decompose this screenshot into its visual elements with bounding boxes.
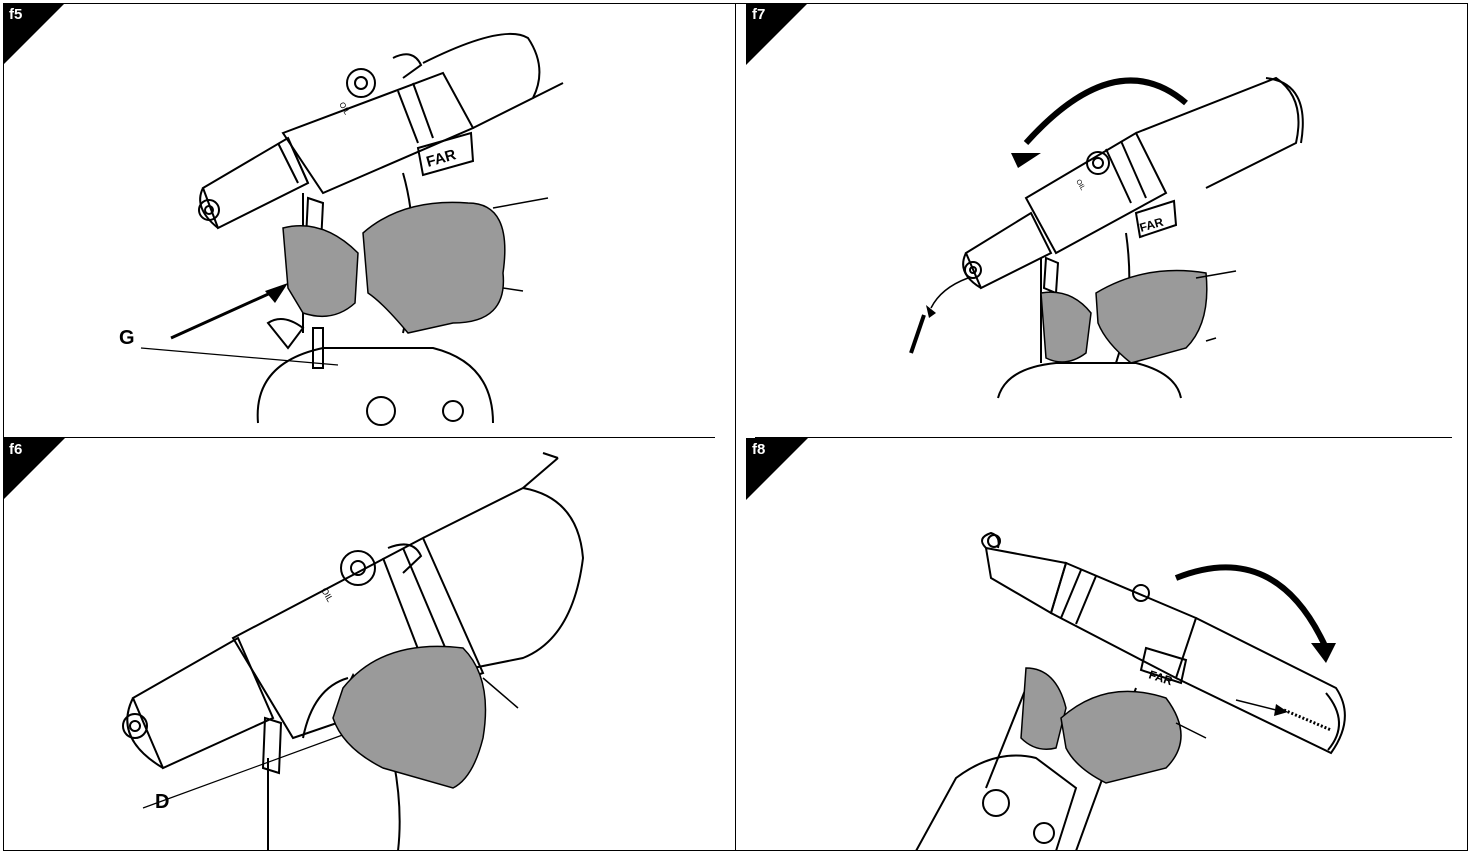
figure-label-badge: f6 [3, 438, 65, 500]
figure-f5-illustration: OIL FAR [140, 32, 564, 426]
figure-f7-illustration: OIL FAR [909, 76, 1304, 399]
figure-label-badge: f7 [746, 3, 808, 65]
figure-label: f7 [752, 6, 766, 23]
figure-f6-illustration: OIL [122, 452, 585, 851]
far-logo: FAR [1147, 668, 1174, 689]
figure-f8: FAR f8 [736, 438, 1468, 851]
oil-label: OIL [337, 101, 352, 117]
figure-label-badge: f5 [3, 3, 65, 65]
horizontal-divider-right [755, 437, 1452, 438]
figure-label: f6 [9, 441, 23, 458]
figure-label: f5 [9, 6, 23, 23]
figure-f8-illustration: FAR [915, 531, 1346, 851]
oil-label: OIL [319, 586, 335, 604]
horizontal-divider-left [3, 437, 715, 438]
figure-f6: OIL f6 D [3, 438, 735, 851]
figure-label: f8 [752, 441, 766, 458]
figure-label-badge: f8 [746, 438, 808, 500]
vertical-divider [735, 3, 736, 851]
figure-f5: OIL FAR f5 G [3, 3, 735, 437]
callout-g: G [119, 327, 135, 349]
far-logo: FAR [1138, 215, 1165, 235]
figure-f7: OIL FAR f7 [736, 3, 1468, 437]
oil-label: OIL [1074, 179, 1086, 192]
callout-d: D [155, 791, 170, 813]
